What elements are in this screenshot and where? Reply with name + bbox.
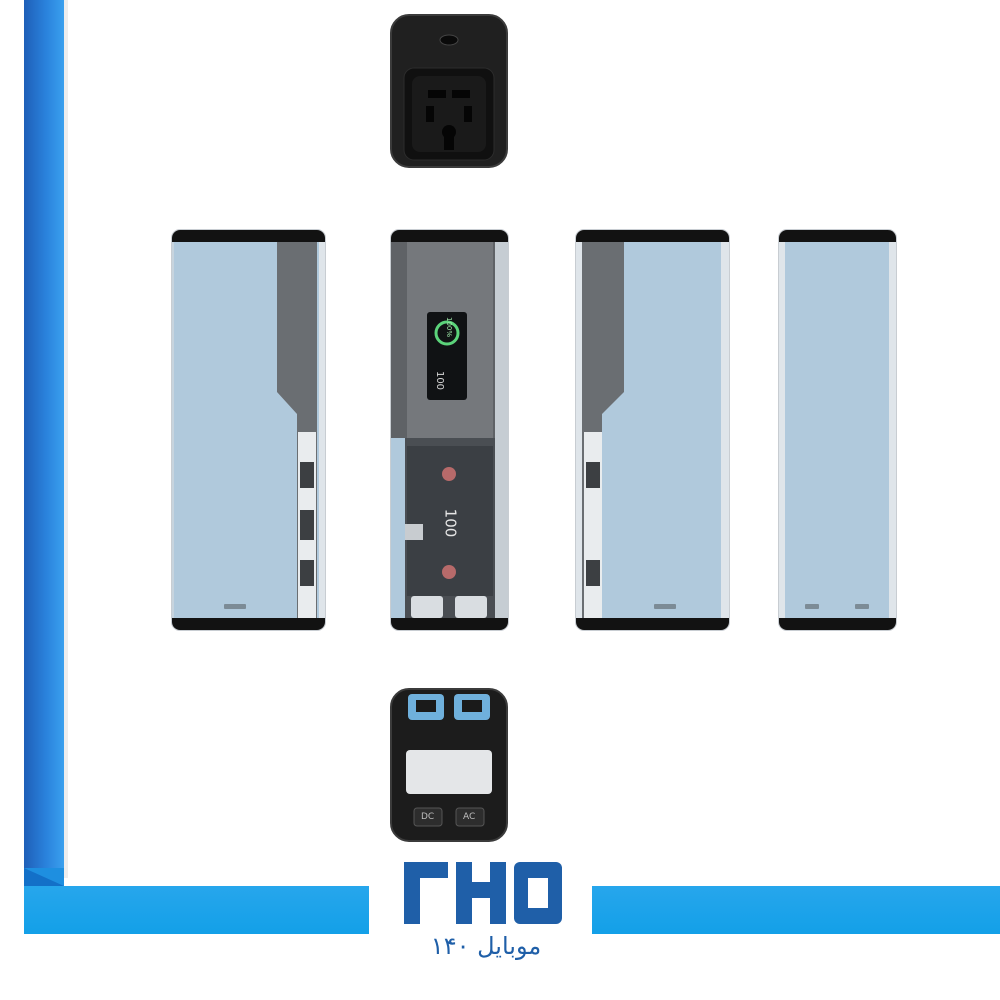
brand-logo-text: موبایل ۱۴۰ [430,932,542,960]
device-front: 100% 100 100 [391,230,508,630]
dc-port-label: DC [421,812,435,822]
device-cap-top [576,230,729,242]
pcb-label: 100 [441,508,460,538]
device-cap-bottom [779,618,896,630]
device-cap-top [172,230,325,242]
frame-bottom-right-bar [592,886,1000,934]
device-cap-top [391,230,508,242]
device-back [779,230,896,630]
frame-left-bar [24,0,64,878]
device-cap-bottom [172,618,325,630]
vent-slot [654,604,676,609]
device-side-left [172,230,325,630]
device-side-right [576,230,729,630]
device-top-view [390,14,508,168]
ac-port-label: AC [463,812,476,822]
vent-slot [805,604,819,609]
vent-slot [855,604,869,609]
ac-socket-illustration [390,14,508,168]
frame-bottom-left-bar [24,886,369,934]
lcd-value: 100 [434,370,446,391]
vent-slot [224,604,246,609]
device-cap-bottom [391,618,508,630]
device-cap-top [779,230,896,242]
device-back-panel [779,242,896,618]
device-front-panel [391,242,508,618]
bottom-view-illustration [390,688,508,842]
frame-left-shadow [64,0,68,878]
brand-logo: موبایل ۱۴۰ [398,852,568,972]
device-bottom-view: DC AC [390,688,508,842]
lcd-percent: 100% [445,316,454,338]
brand-logo-mark [404,862,562,924]
device-cap-bottom [576,618,729,630]
device-side-right-panel [576,242,729,618]
device-side-left-panel [172,242,325,618]
